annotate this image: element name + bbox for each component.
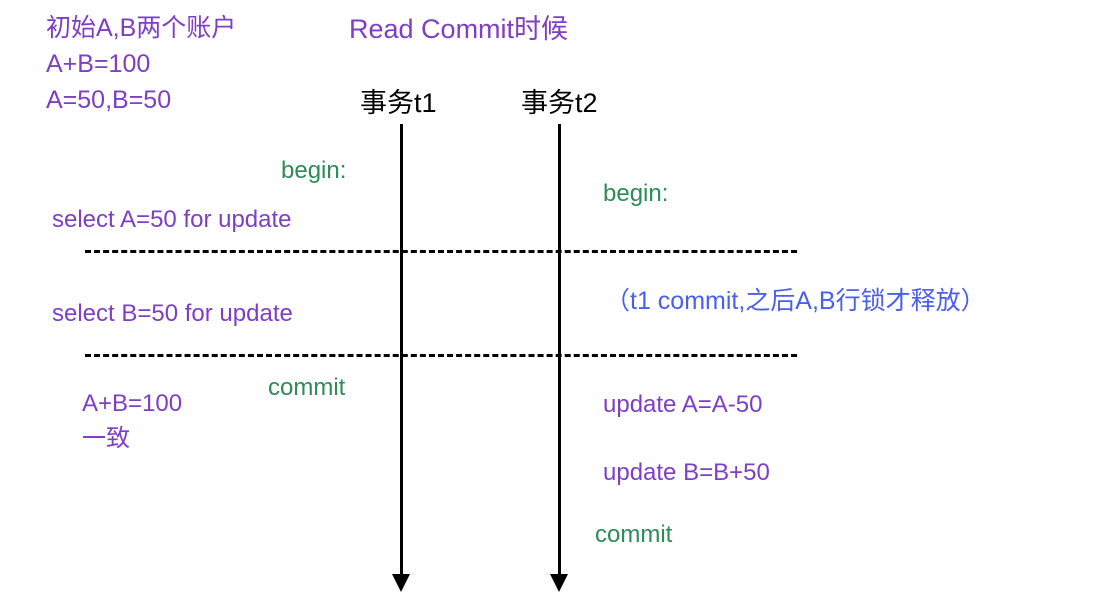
lifeline-arrow-t2 (550, 574, 568, 592)
initial-state-line-1: 初始A,B两个账户 (46, 14, 237, 42)
lifeline-t1 (400, 124, 403, 576)
lifeline-arrow-t1 (392, 574, 410, 592)
lifeline-t2 (558, 124, 561, 576)
t1-begin-label: begin: (281, 157, 347, 184)
lane-label-t1: 事务t1 (360, 88, 437, 118)
t1-select-b-statement: select B=50 for update (52, 300, 293, 327)
t1-result-line-1: A+B=100 (82, 390, 183, 417)
initial-state-line-2: A+B=100 (46, 50, 151, 78)
separator-1 (85, 250, 797, 253)
separator-2 (85, 354, 797, 357)
t1-select-a-statement: select A=50 for update (52, 206, 292, 233)
t2-commit-label: commit (595, 521, 673, 548)
t2-begin-label: begin: (603, 180, 669, 207)
t2-update-a-statement: update A=A-50 (603, 391, 763, 418)
t2-lock-release-note: （t1 commit,之后A,B行锁才释放） (605, 287, 986, 315)
t2-update-b-statement: update B=B+50 (603, 459, 770, 486)
diagram-title: Read Commit时候 (349, 14, 569, 44)
lane-label-t2: 事务t2 (521, 88, 598, 118)
t1-commit-label: commit (268, 374, 346, 401)
t1-result-line-2: 一致 (82, 425, 130, 452)
initial-state-line-3: A=50,B=50 (46, 86, 172, 114)
